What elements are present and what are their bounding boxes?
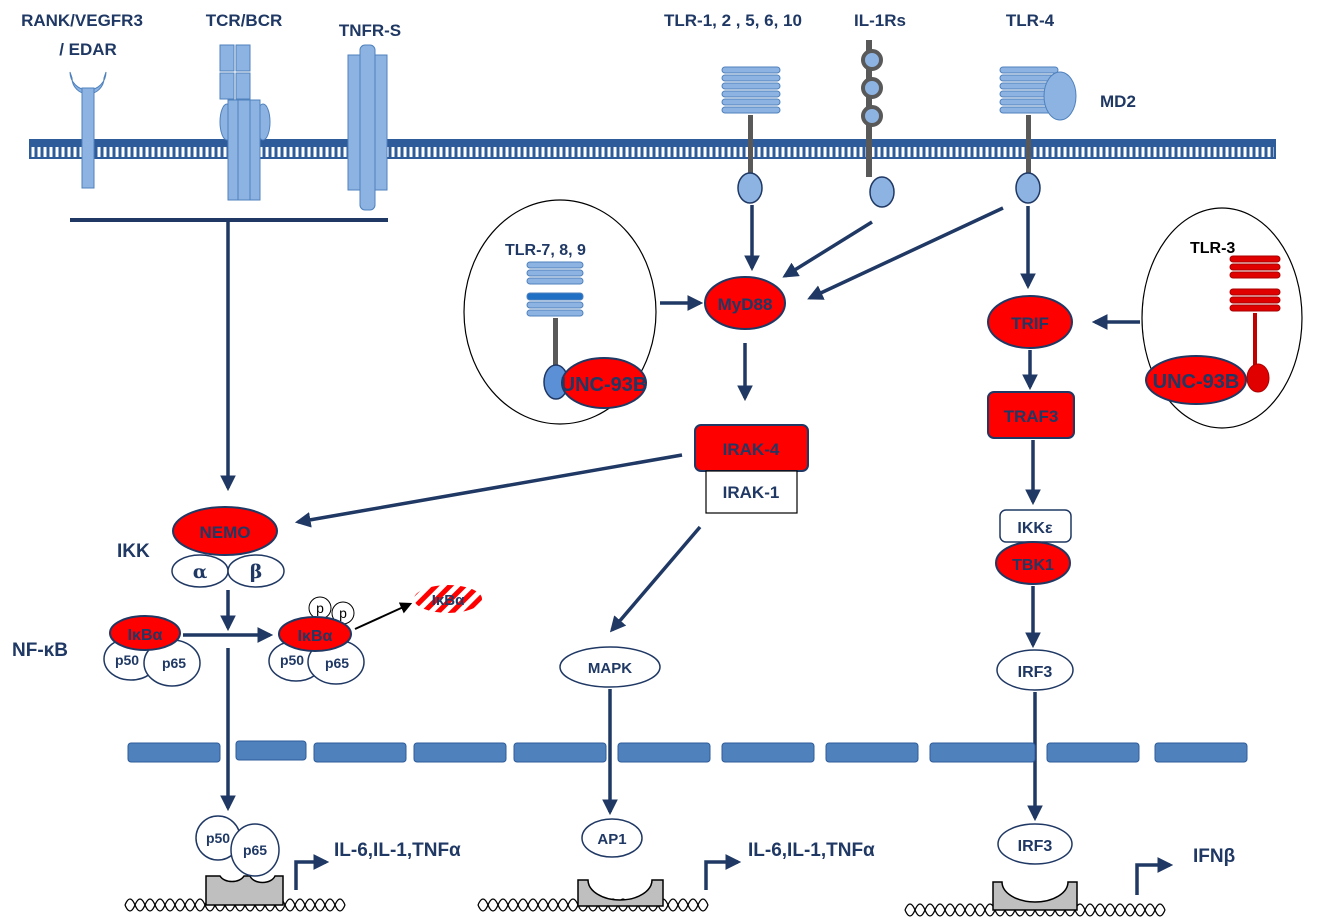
mapk-node: MAPK: [588, 660, 632, 677]
tcr-receptor: [220, 45, 270, 200]
irf3-nuc: IRF3: [1018, 838, 1053, 855]
phospho-1: p: [316, 600, 324, 616]
label-nfkb: NF-κB: [12, 640, 68, 661]
output-nfkb: IL-6,IL-1,TNFα: [334, 840, 461, 861]
label-tlr789: TLR-7, 8, 9: [505, 242, 586, 259]
il1r-receptor: [858, 40, 894, 207]
unc93b-left: UNC-93B: [561, 374, 648, 396]
trif-node: TRIF: [1011, 314, 1049, 333]
p65-left: p65: [162, 655, 186, 671]
promoter-nfkb: [206, 876, 283, 905]
promoter-irf3: [993, 882, 1077, 910]
p50-mid: p50: [280, 652, 304, 668]
label-il1r: IL-1Rs: [854, 11, 906, 30]
md2-protein: [1044, 72, 1076, 120]
label-tcr: TCR/BCR: [206, 11, 283, 30]
p50-nuc: p50: [206, 830, 230, 846]
tlr4-receptor: [1000, 67, 1076, 203]
irf3-node: IRF3: [1018, 664, 1053, 681]
ikb-mid: IκBα: [298, 628, 333, 645]
label-tlr3: TLR-3: [1190, 240, 1235, 257]
rank-receptor: [70, 72, 106, 188]
tbk1-node: TBK1: [1012, 557, 1054, 574]
ikk-alpha: α: [193, 561, 208, 583]
plasma-membrane: [30, 140, 1275, 158]
label-tlr4: TLR-4: [1006, 11, 1055, 30]
nemo-node: NEMO: [200, 523, 251, 542]
phospho-2: p: [339, 605, 347, 621]
label-tnfr: TNFR-S: [339, 21, 401, 40]
label-ikk: IKK: [117, 541, 150, 562]
promoter-ap1: [578, 880, 663, 906]
ikke-node: IKKε: [1017, 520, 1053, 537]
irak4-node: IRAK-4: [723, 440, 780, 459]
nuclear-membrane: [128, 741, 1247, 762]
tnfr-receptor: [348, 45, 387, 210]
traf3-node: TRAF3: [1004, 407, 1059, 426]
ap1-node: AP1: [597, 831, 626, 848]
label-edar: / EDAR: [59, 40, 117, 59]
p65-nuc: p65: [243, 842, 267, 858]
label-tlr1: TLR-1, 2 , 5, 6, 10: [664, 11, 802, 30]
unc93b-right: UNC-93B: [1153, 371, 1240, 393]
p65-mid: p65: [325, 655, 349, 671]
tlr1-receptor: [722, 67, 780, 203]
myd88-node: MyD88: [718, 295, 773, 314]
label-md2: MD2: [1100, 92, 1136, 111]
p50-left: p50: [115, 652, 139, 668]
irak1-node: IRAK-1: [723, 483, 780, 502]
output-irf3: IFNβ: [1193, 846, 1235, 867]
ikb-left: IκBα: [128, 627, 163, 644]
ikb-degraded: IκBα: [432, 592, 465, 609]
label-rank: RANK/VEGFR3: [21, 11, 143, 30]
ikk-beta: β: [250, 561, 263, 583]
output-ap1: IL-6,IL-1,TNFα: [748, 840, 875, 861]
